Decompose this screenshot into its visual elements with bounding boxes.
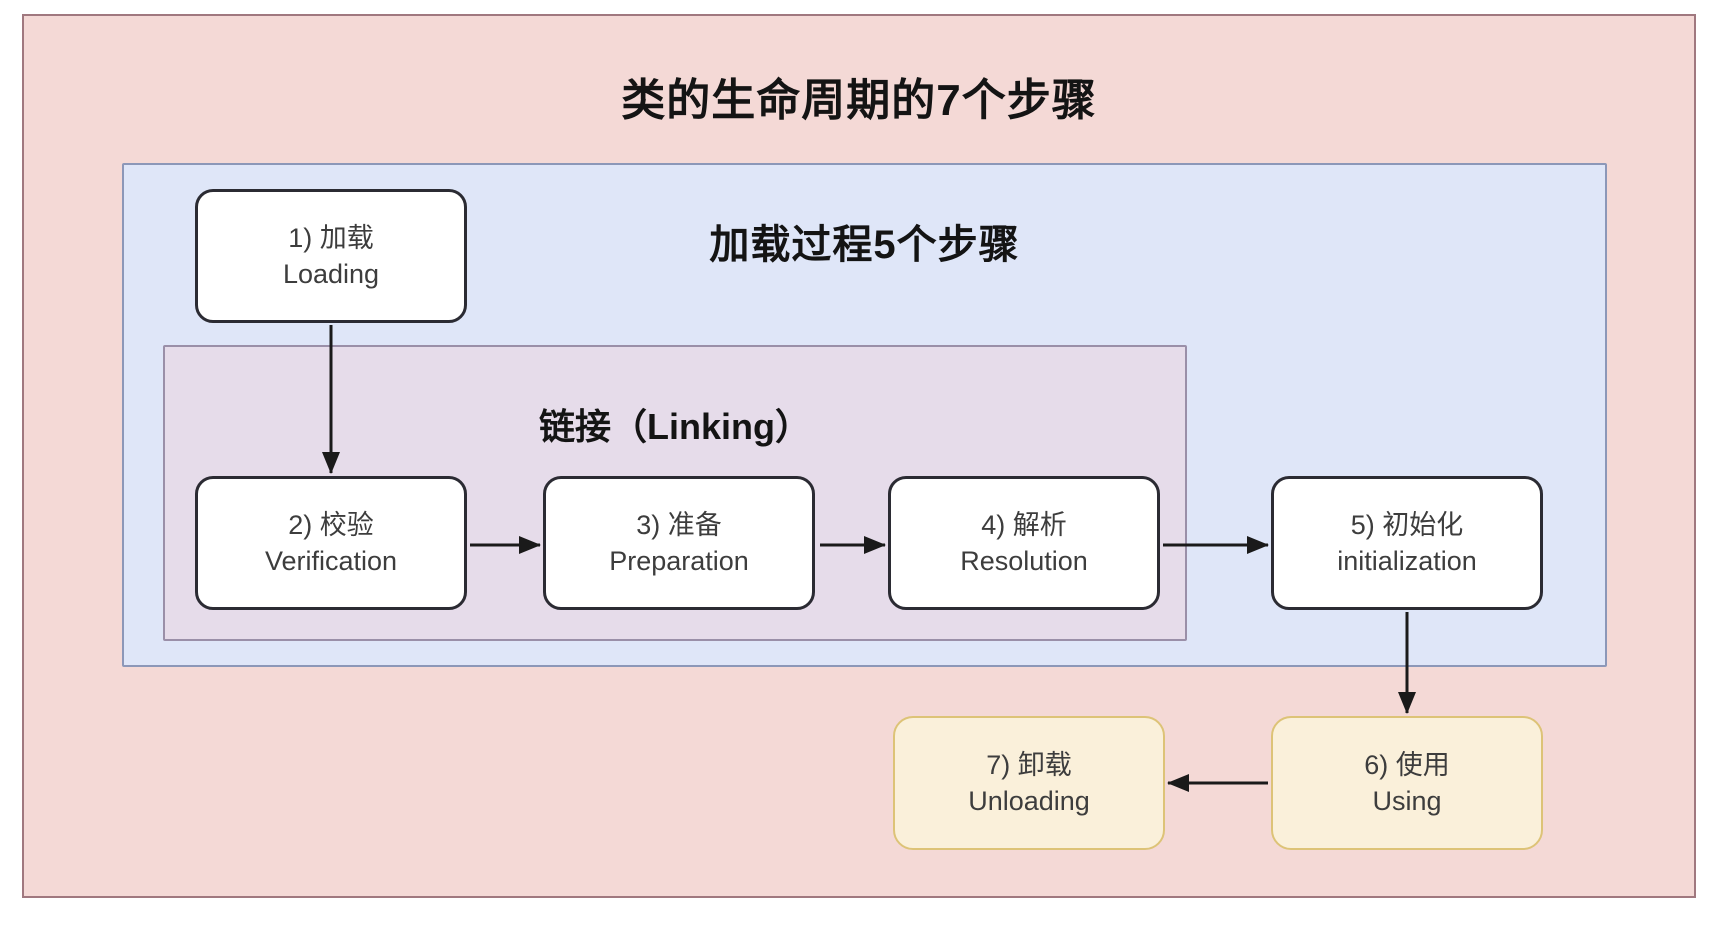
node-unloading: 7) 卸载 Unloading [893, 716, 1165, 850]
node-loading: 1) 加载 Loading [195, 189, 467, 323]
node-unloading-label-zh: 7) 卸载 [986, 750, 1072, 780]
node-loading-label-zh: 1) 加载 [288, 223, 374, 253]
node-initialization-label-zh: 5) 初始化 [1350, 510, 1464, 540]
node-preparation-label-en: Preparation [609, 546, 749, 576]
linking-group-title: 链接（Linking） [539, 406, 811, 447]
node-loading-label-en: Loading [282, 259, 380, 289]
node-preparation: 3) 准备 Preparation [543, 476, 815, 610]
loading-process-group-title: 加载过程5个步骤 [709, 223, 1020, 267]
node-unloading-label-en: Unloading [968, 786, 1090, 816]
diagram-title: 类的生命周期的7个步骤 [621, 76, 1097, 125]
node-preparation-label-zh: 3) 准备 [636, 510, 722, 540]
node-verification-label-zh: 2) 校验 [288, 510, 374, 540]
node-using-label-zh: 6) 使用 [1364, 750, 1450, 780]
node-verification: 2) 校验 Verification [195, 476, 467, 610]
node-verification-label-en: Verification [264, 546, 398, 576]
node-using: 6) 使用 Using [1271, 716, 1543, 850]
node-resolution-label-en: Resolution [960, 546, 1088, 576]
node-initialization: 5) 初始化 initialization [1271, 476, 1543, 610]
node-using-label-en: Using [1372, 786, 1442, 816]
node-resolution: 4) 解析 Resolution [888, 476, 1160, 610]
node-initialization-label-en: initialization [1337, 546, 1477, 576]
node-resolution-label-zh: 4) 解析 [981, 510, 1067, 540]
